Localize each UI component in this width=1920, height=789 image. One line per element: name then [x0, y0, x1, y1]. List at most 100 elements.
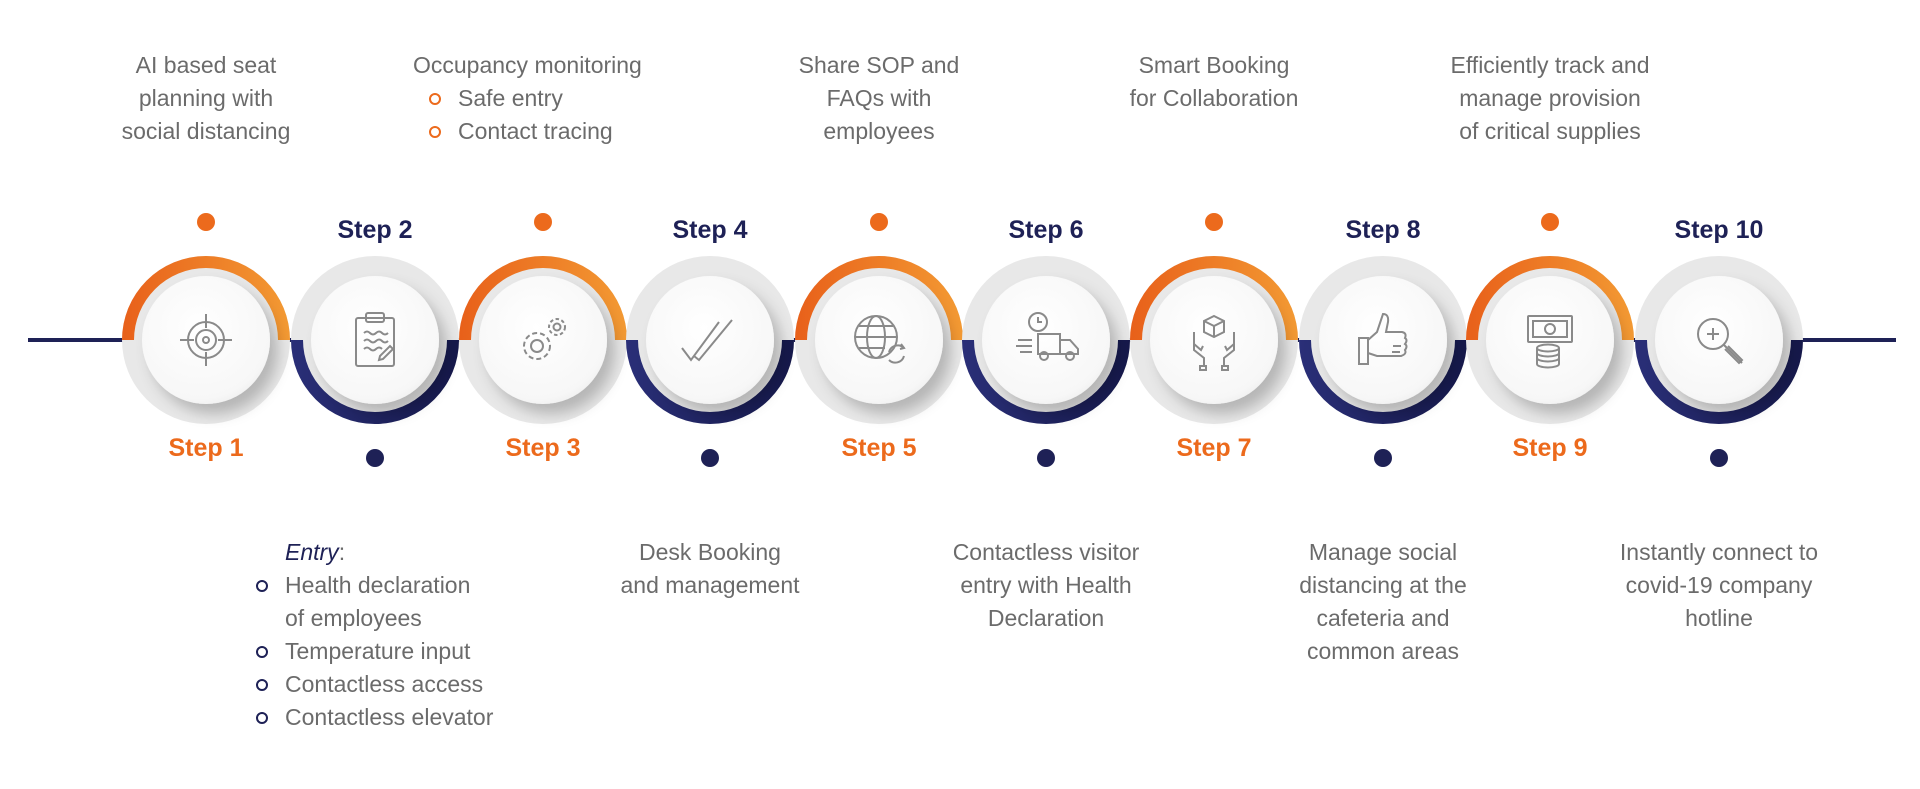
description-line: Contactless visitor [952, 539, 1140, 565]
node-accent-arc [626, 340, 794, 424]
step-10-description: Instantly connect to covid-19 company ho… [1589, 536, 1849, 635]
step-5-node [795, 213, 963, 424]
bullet-circle-icon [256, 646, 268, 658]
description-line: of critical supplies [1459, 118, 1641, 144]
step-7-description: Smart Booking for Collaboration [1094, 49, 1334, 115]
step-9-label: Step 9 [1512, 434, 1588, 462]
description-line: entry with Health [960, 572, 1132, 598]
description-line: cafeteria and [1316, 605, 1450, 631]
description-line: and management [620, 572, 800, 598]
node-face [311, 276, 439, 404]
description-line: social distancing [121, 118, 291, 144]
step-marker-dot [366, 449, 384, 467]
description-line: Instantly connect to [1619, 539, 1819, 565]
bullet-text: Contact tracing [458, 118, 613, 144]
description-line: planning with [138, 85, 274, 111]
bullet-text: Contactless access [285, 671, 484, 697]
node-face [1655, 276, 1783, 404]
step-3-node [459, 213, 627, 424]
step-4-label: Step 4 [672, 216, 748, 244]
step-marker-dot [1205, 213, 1223, 231]
bullet-item: Safe entry [429, 82, 642, 115]
node-accent-arc [122, 256, 290, 340]
step-marker-dot [1374, 449, 1392, 467]
description-line: manage provision [1459, 85, 1641, 111]
step-6-description: Contactless visitor entry with Health De… [916, 536, 1176, 635]
step-9-node [1466, 213, 1634, 424]
step-3-label: Step 3 [505, 434, 581, 462]
entry-heading: Entry: [256, 536, 493, 569]
node-face [479, 276, 607, 404]
description-line: employees [823, 118, 935, 144]
occupancy-title: Occupancy monitoring [413, 52, 642, 78]
description-line: covid-19 company [1625, 572, 1813, 598]
step-marker-dot [1541, 213, 1559, 231]
node-accent-arc [1635, 340, 1803, 424]
node-face [815, 276, 943, 404]
step-1-label: Step 1 [168, 434, 244, 462]
step-10-node [1635, 256, 1803, 467]
node-accent-arc [291, 340, 459, 424]
step-2-node [291, 256, 459, 467]
step-6-node [962, 256, 1130, 467]
node-face [646, 276, 774, 404]
bullet-text: Health declaration [285, 572, 471, 598]
step-7-label: Step 7 [1176, 434, 1252, 462]
step-marker-dot [701, 449, 719, 467]
step-2-label: Step 2 [337, 216, 413, 244]
step-marker-dot [534, 213, 552, 231]
bullet-item: Temperature input [256, 635, 493, 668]
step-8-description: Manage social distancing at the cafeteri… [1253, 536, 1513, 668]
step-2-description: Entry: Health declaration of employees T… [256, 536, 493, 734]
step-7-node [1130, 213, 1298, 424]
node-accent-arc [1466, 256, 1634, 340]
node-face [982, 276, 1110, 404]
bullet-item: Contact tracing [429, 115, 642, 148]
node-face [142, 276, 270, 404]
description-line: Efficiently track and [1450, 52, 1650, 78]
entry-heading-text: Entry [285, 539, 339, 565]
node-face [1150, 276, 1278, 404]
entry-heading-colon: : [338, 539, 346, 565]
bullet-item: Health declaration [256, 569, 493, 602]
node-accent-arc [1299, 340, 1467, 424]
step-4-description: Desk Booking and management [590, 536, 830, 602]
step-marker-dot [197, 213, 215, 231]
node-accent-arc [962, 340, 1130, 424]
node-face [1486, 276, 1614, 404]
bullet-continuation: of employees [285, 605, 422, 631]
step-3-description: Occupancy monitoring Safe entry Contact … [413, 49, 642, 148]
step-9-description: Efficiently track and manage provision o… [1420, 49, 1680, 148]
bullet-circle-icon [256, 712, 268, 724]
description-line: AI based seat [135, 52, 277, 78]
description-line: Desk Booking [639, 539, 781, 565]
bullet-circle-icon [429, 126, 441, 138]
step-8-label: Step 8 [1345, 216, 1421, 244]
step-4-node [626, 256, 794, 467]
description-line: FAQs with [826, 85, 932, 111]
step-5-description: Share SOP and FAQs with employees [759, 49, 999, 148]
description-line: distancing at the [1299, 572, 1467, 598]
step-1-description: AI based seat planning with social dista… [86, 49, 326, 148]
description-line: common areas [1306, 638, 1460, 664]
step-1-node [122, 213, 290, 424]
bullet-text: Contactless elevator [285, 704, 494, 730]
node-accent-arc [1130, 256, 1298, 340]
description-line: Share SOP and [798, 52, 960, 78]
bullet-text: Safe entry [458, 85, 563, 111]
bullet-circle-icon [429, 93, 441, 105]
step-marker-dot [870, 213, 888, 231]
description-line: for Collaboration [1129, 85, 1299, 111]
description-line: Smart Booking [1138, 52, 1290, 78]
step-marker-dot [1037, 449, 1055, 467]
step-5-label: Step 5 [841, 434, 917, 462]
description-line: hotline [1685, 605, 1753, 631]
bullet-item: Contactless elevator [256, 701, 493, 734]
node-face [1319, 276, 1447, 404]
step-marker-dot [1710, 449, 1728, 467]
node-accent-arc [459, 256, 627, 340]
bullet-circle-icon [256, 580, 268, 592]
step-6-label: Step 6 [1008, 216, 1084, 244]
node-accent-arc [795, 256, 963, 340]
